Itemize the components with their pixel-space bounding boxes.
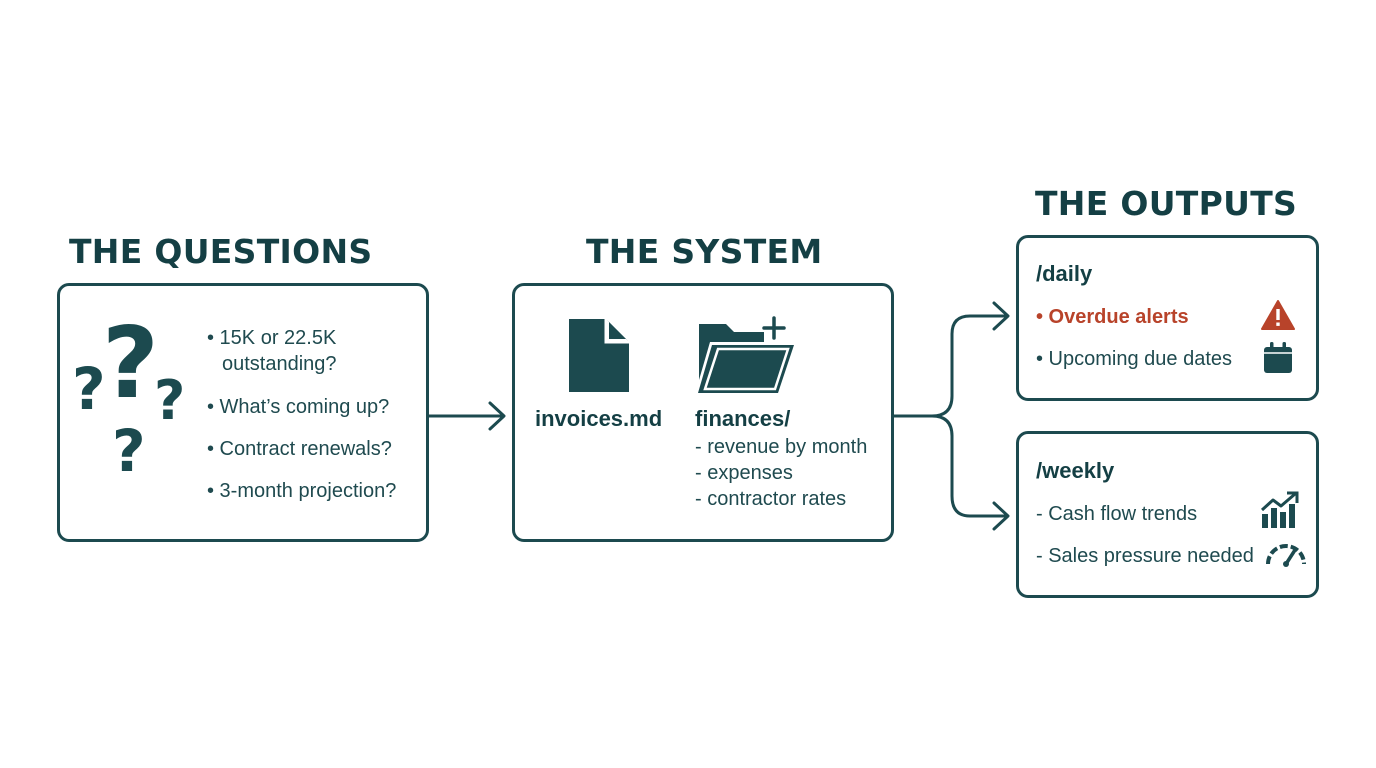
questions-heading: THE QUESTIONS [69, 232, 373, 271]
warning-icon [1261, 300, 1295, 330]
bar-chart-trend-icon [1260, 491, 1299, 528]
question-item-1-cont: outstanding? [222, 353, 337, 375]
question-marks-icon: ? ? ? ? [72, 307, 185, 480]
folder-item-revenue: - revenue by month [695, 436, 868, 458]
finances-folder-label: finances/ [695, 406, 791, 431]
system-heading: THE SYSTEM [586, 232, 823, 271]
svg-text:?: ? [112, 417, 146, 480]
daily-title: /daily [1036, 261, 1093, 286]
calendar-icon [1264, 342, 1292, 373]
document-icon [569, 319, 629, 392]
svg-text:?: ? [154, 369, 185, 432]
folder-plus-icon [698, 316, 794, 393]
sales-pressure-item: - Sales pressure needed [1036, 545, 1254, 567]
question-item-1: • 15K or 22.5K [207, 327, 337, 349]
gauge-icon [1266, 544, 1306, 567]
question-item-4: • 3-month projection? [207, 480, 397, 502]
questions-box [57, 283, 429, 542]
question-item-3: • Contract renewals? [207, 438, 392, 460]
question-item-2: • What’s coming up? [207, 396, 390, 418]
overdue-alerts-item: • Overdue alerts [1036, 306, 1189, 328]
weekly-title: /weekly [1036, 458, 1115, 483]
outputs-heading: THE OUTPUTS [1035, 184, 1298, 223]
cash-flow-trends-item: - Cash flow trends [1036, 503, 1198, 525]
svg-text:?: ? [72, 355, 106, 423]
folder-item-contractor: - contractor rates [695, 488, 847, 510]
weekly-box [1016, 431, 1319, 598]
svg-text:?: ? [102, 307, 159, 421]
folder-item-expenses: - expenses [695, 462, 793, 484]
invoices-file-label: invoices.md [535, 406, 663, 431]
upcoming-due-dates-item: • Upcoming due dates [1036, 348, 1233, 370]
